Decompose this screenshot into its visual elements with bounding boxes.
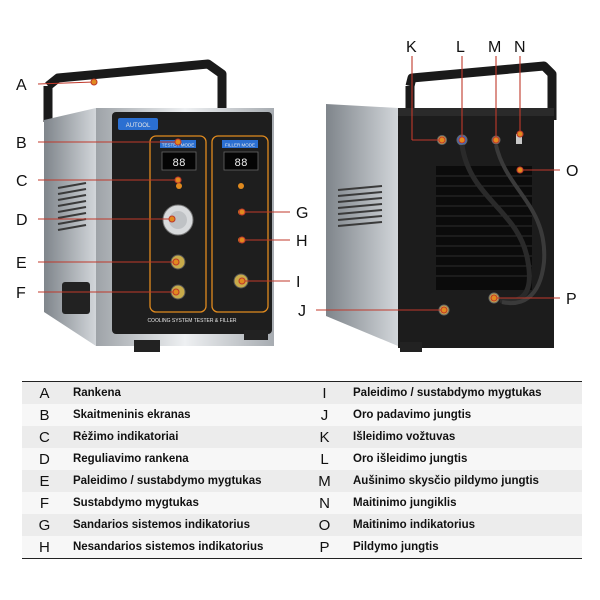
handle — [45, 59, 227, 112]
brand-label: AUTOOL — [126, 123, 151, 129]
legend-description: Maitinimo jungiklis — [347, 492, 582, 514]
legend-letter: D — [22, 448, 67, 470]
legend-description: Sustabdymo mygtukas — [66, 492, 303, 514]
legend-letter: H — [22, 536, 67, 559]
callout-d: D — [16, 212, 28, 229]
callout-i: I — [296, 274, 300, 291]
legend-letter: P — [302, 536, 347, 559]
mode-indicator-left — [176, 183, 182, 189]
legend-description: Reguliavimo rankena — [66, 448, 303, 470]
callout-p: P — [566, 291, 577, 308]
legend-letter: A — [22, 381, 67, 404]
callout-f: F — [16, 285, 26, 302]
callout-k: K — [406, 39, 417, 56]
legend-letter: E — [22, 470, 67, 492]
callout-j: J — [298, 303, 306, 320]
callout-m: M — [488, 39, 501, 56]
legend-letter: L — [302, 448, 347, 470]
back-handle — [405, 61, 557, 120]
callout-n: N — [514, 39, 526, 56]
device-illustration: AUTOOL TESTER MODE 88 FILLER MODE 88 COO… — [16, 39, 578, 352]
legend-description: Paleidimo / sustabdymo mygtukas — [66, 470, 303, 492]
legend-letter: C — [22, 426, 67, 448]
legend-description: Išleidimo vožtuvas — [347, 426, 582, 448]
left-digital-display — [161, 151, 197, 171]
legend-description: Oro padavimo jungtis — [347, 404, 582, 426]
callout-l: L — [456, 39, 465, 56]
legend-letter: F — [22, 492, 67, 514]
legend-letter: O — [302, 514, 347, 536]
power-switch[interactable] — [516, 134, 522, 144]
legend-description: Nesandarios sistemos indikatorius — [66, 536, 303, 559]
callout-o: O — [566, 163, 578, 180]
legend-letter: M — [302, 470, 347, 492]
legend-description: Sandarios sistemos indikatorius — [66, 514, 303, 536]
legend-letter: I — [302, 381, 347, 404]
legend-description: Oro išleidimo jungtis — [347, 448, 582, 470]
right-digital-display — [223, 151, 259, 171]
front-device: AUTOOL TESTER MODE 88 FILLER MODE 88 COO… — [43, 59, 274, 352]
callout-a: A — [16, 77, 27, 94]
legend-description: Paleidimo / sustabdymo mygtukas — [347, 381, 582, 404]
legend-letter: G — [22, 514, 67, 536]
callout-c: C — [16, 173, 28, 190]
legend-description: Rėžimo indikatoriai — [66, 426, 303, 448]
legend-letter: K — [302, 426, 347, 448]
mode-indicator-right — [238, 183, 244, 189]
callout-labels: A B C D E F G H I J K L M N O P — [16, 39, 578, 320]
svg-text:88: 88 — [172, 158, 185, 170]
legend-letter: B — [22, 404, 67, 426]
callout-e: E — [16, 255, 27, 272]
legend-description: Aušinimo skysčio pildymo jungtis — [347, 470, 582, 492]
back-device — [326, 61, 557, 352]
legend-letter: N — [302, 492, 347, 514]
callout-h: H — [296, 233, 308, 250]
mode-right-label: FILLER MODE — [225, 143, 255, 148]
callout-g: G — [296, 205, 308, 222]
legend-description: Rankena — [66, 381, 303, 404]
legend-description: Pildymo jungtis — [347, 536, 582, 559]
svg-text:88: 88 — [234, 158, 247, 170]
callout-b: B — [16, 135, 27, 152]
legend-letter: J — [302, 404, 347, 426]
legend-description: Skaitmeninis ekranas — [66, 404, 303, 426]
legend-description: Maitinimo indikatorius — [347, 514, 582, 536]
device-title: COOLING SYSTEM TESTER & FILLER — [147, 318, 236, 324]
